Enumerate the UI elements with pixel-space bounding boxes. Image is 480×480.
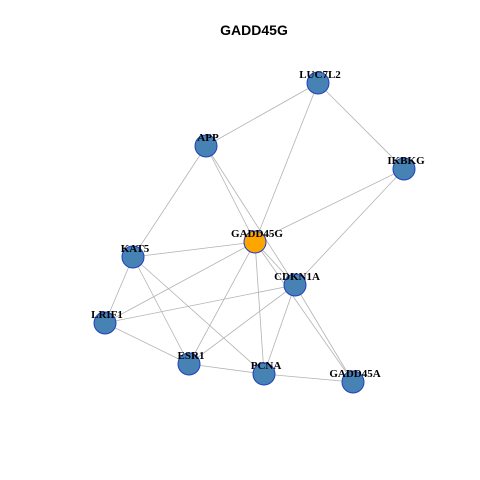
node-pcna: PCNA xyxy=(251,360,282,386)
node-lrif1: LRIF1 xyxy=(91,309,123,335)
node-label-app: APP xyxy=(197,132,219,144)
edge-lrif1-esr1 xyxy=(104,322,190,365)
edge-cdkn1a-lrif1 xyxy=(104,284,296,324)
edge-app-cdkn1a xyxy=(205,145,296,286)
edge-kat5-pcna xyxy=(132,256,265,375)
node-circle-gadd45a xyxy=(341,370,365,394)
node-luc7l2: LUC7L2 xyxy=(299,69,341,95)
edge-cdkn1a-esr1 xyxy=(188,284,296,365)
edge-kat5-esr1 xyxy=(132,256,190,365)
node-label-kat5: KAT5 xyxy=(121,243,150,255)
node-gadd45g: GADD45G xyxy=(231,228,283,254)
edge-luc7l2-gadd45g xyxy=(254,82,319,243)
node-circle-pcna xyxy=(252,362,276,386)
edge-gadd45g-kat5 xyxy=(132,241,256,258)
node-esr1: ESR1 xyxy=(177,350,205,376)
node-label-gadd45a: GADD45A xyxy=(329,368,380,380)
edge-app-kat5 xyxy=(132,145,207,258)
node-circle-cdkn1a xyxy=(283,273,307,297)
node-circle-lrif1 xyxy=(93,311,117,335)
edge-gadd45g-pcna xyxy=(254,241,265,375)
node-label-lrif1: LRIF1 xyxy=(91,309,123,321)
node-label-luc7l2: LUC7L2 xyxy=(299,69,341,81)
node-cdkn1a: CDKN1A xyxy=(274,271,320,297)
edge-kat5-lrif1 xyxy=(104,256,134,324)
graph-title: GADD45G xyxy=(220,22,288,38)
node-label-gadd45g: GADD45G xyxy=(231,228,283,240)
node-label-ikbkg: IKBKG xyxy=(387,155,425,167)
node-gadd45a: GADD45A xyxy=(329,368,381,394)
node-circle-luc7l2 xyxy=(306,71,330,95)
edge-gadd45g-lrif1 xyxy=(104,241,256,324)
edge-gadd45g-esr1 xyxy=(188,241,256,365)
edge-layer xyxy=(104,82,405,383)
node-label-esr1: ESR1 xyxy=(178,350,205,362)
node-circle-kat5 xyxy=(121,245,145,269)
edge-luc7l2-app xyxy=(205,82,319,147)
edge-pcna-gadd45a xyxy=(263,373,354,383)
edge-cdkn1a-gadd45a xyxy=(294,284,354,383)
edge-luc7l2-ikbkg xyxy=(317,82,405,170)
edge-ikbkg-gadd45g xyxy=(254,168,405,243)
node-kat5: KAT5 xyxy=(121,243,150,269)
node-ikbkg: IKBKG xyxy=(387,155,425,181)
node-circle-app xyxy=(194,134,218,158)
edge-esr1-pcna xyxy=(188,363,265,375)
edge-app-gadd45g xyxy=(205,145,256,243)
node-app: APP xyxy=(194,132,219,158)
edge-gadd45g-gadd45a xyxy=(254,241,354,383)
node-circle-gadd45g xyxy=(243,230,267,254)
node-label-pcna: PCNA xyxy=(251,360,282,372)
node-circle-esr1 xyxy=(177,352,201,376)
node-label-cdkn1a: CDKN1A xyxy=(274,271,320,283)
edge-cdkn1a-pcna xyxy=(263,284,296,375)
node-circle-ikbkg xyxy=(392,157,416,181)
edge-ikbkg-cdkn1a xyxy=(294,168,405,286)
